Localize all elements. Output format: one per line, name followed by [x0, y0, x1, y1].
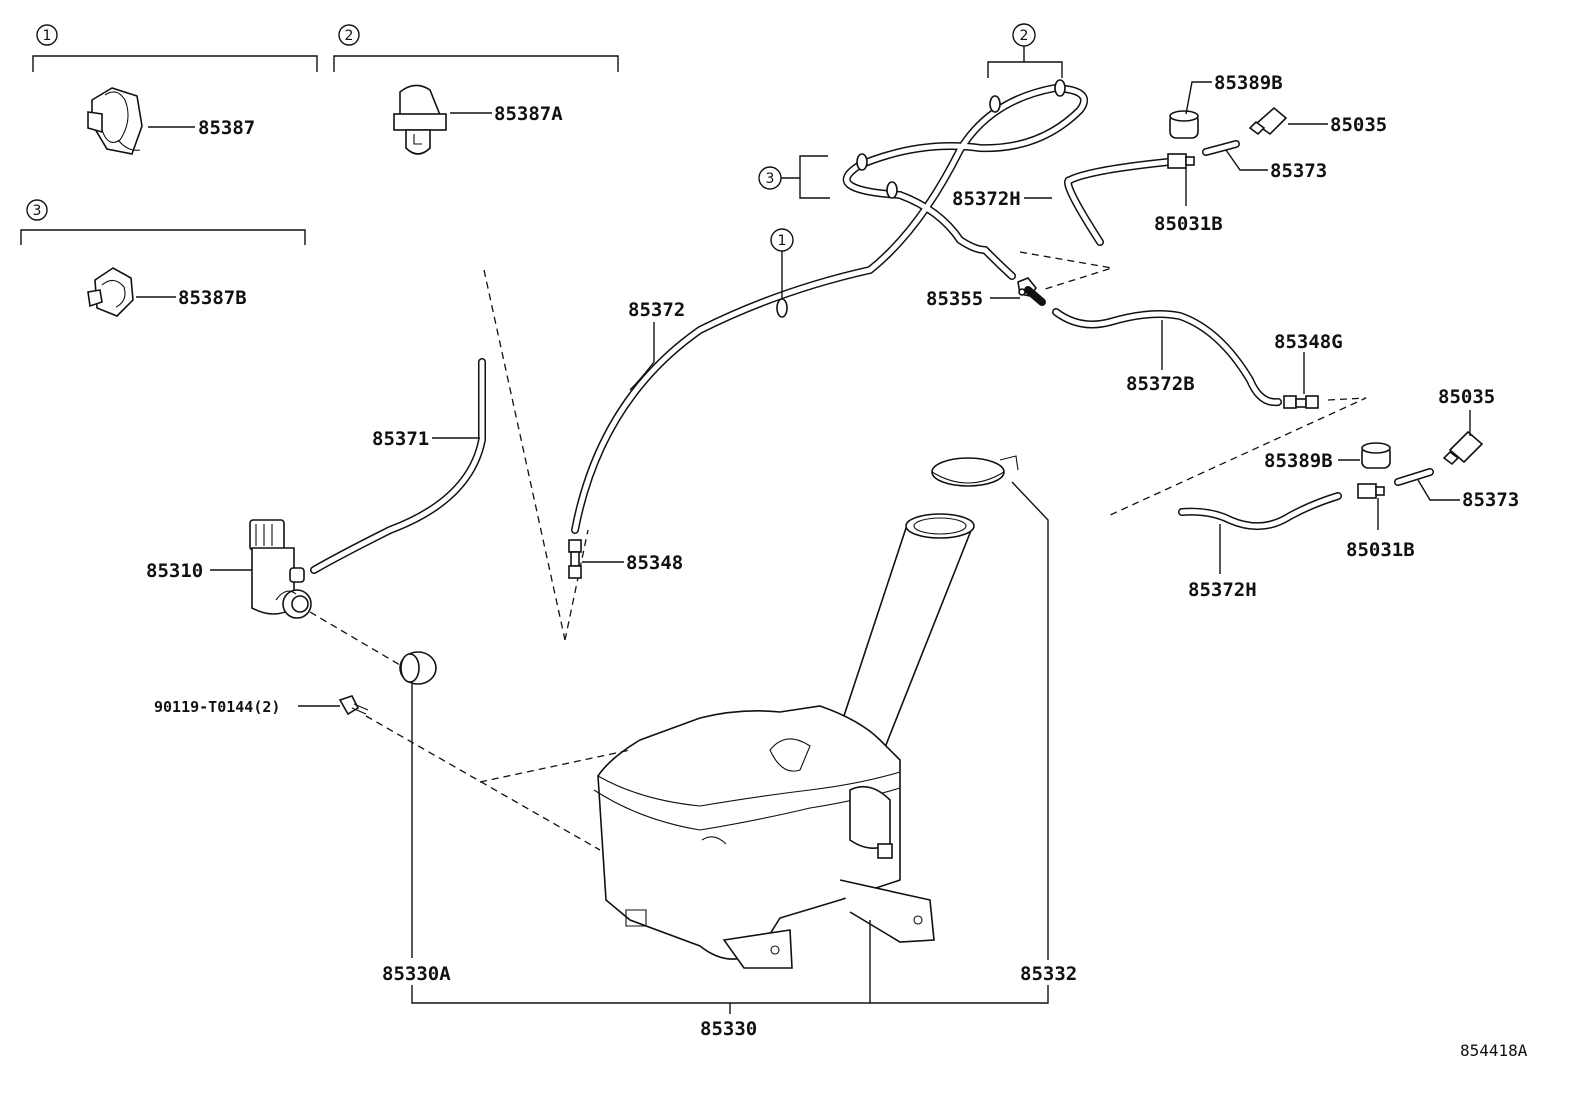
label-85348g: 85348G [1274, 331, 1343, 353]
label-85031b-top: 85031B [1154, 213, 1223, 235]
hose-85371 [310, 358, 486, 574]
label-85373-top: 85373 [1270, 160, 1327, 182]
label-85372h-top: 85372H [952, 188, 1021, 210]
joint-85348g-icon [1283, 395, 1319, 409]
cap-85389b-top-icon [1169, 110, 1199, 139]
label-85355: 85355 [926, 288, 983, 310]
clip-group-1: 1 85387 [32, 24, 318, 155]
check-valve-85031b-bot-icon [1357, 483, 1385, 499]
tank-cap-85332-icon [931, 455, 1019, 487]
label-85035-top: 85035 [1330, 114, 1387, 136]
hose-clip-1-number: 1 [778, 233, 787, 249]
label-85373-bot: 85373 [1462, 489, 1519, 511]
hose-85373-bot [1394, 468, 1434, 486]
hose-85372h-top [1064, 158, 1172, 246]
grommet-85330a [399, 651, 437, 685]
label-85372: 85372 [628, 299, 685, 321]
clip-85387-icon [87, 87, 143, 155]
label-85332: 85332 [1020, 963, 1077, 985]
hose-85372h-bot [1178, 492, 1342, 531]
clip-group-1-part-label: 85387 [198, 117, 255, 139]
label-85348: 85348 [626, 552, 683, 574]
label-85389b-bot: 85389B [1264, 450, 1333, 472]
label-85372b: 85372B [1126, 373, 1195, 395]
clip-group-3-part-label: 85387B [178, 287, 247, 309]
clip-85387a-icon [393, 84, 447, 155]
label-90119: 90119-T0144(2) [154, 698, 280, 716]
hose-clip-2b-icon [1054, 79, 1066, 97]
label-85310: 85310 [146, 560, 203, 582]
clip-group-3: 3 85387B [20, 199, 306, 317]
washer-pump-85310 [249, 519, 312, 619]
cap-85389b-bot-icon [1361, 442, 1391, 469]
hose-85372b [1052, 308, 1282, 407]
clip-85387b-icon [87, 267, 134, 317]
bolt-90119-icon [338, 695, 369, 716]
joint-85348-icon [568, 539, 582, 579]
label-85371: 85371 [372, 428, 429, 450]
joint-85355-icon [1017, 277, 1046, 306]
clip-group-2: 2 85387A [333, 24, 619, 155]
hose-clip-2-number: 2 [1020, 28, 1029, 44]
hose-clip-3a-icon [856, 153, 868, 171]
clip-group-2-number: 2 [345, 28, 354, 44]
hose-clip-3b-icon [886, 181, 898, 199]
clip-group-1-number: 1 [43, 28, 52, 44]
check-valve-85031b-top-icon [1167, 153, 1195, 169]
label-85035-bot: 85035 [1438, 386, 1495, 408]
washer-tank-85330 [593, 513, 975, 969]
hose-clip-2a-icon [989, 95, 1001, 113]
clip-group-2-part-label: 85387A [494, 103, 563, 125]
nozzle-85035-top-icon [1248, 106, 1288, 136]
hose-85372 [571, 83, 1089, 534]
label-85389b-top: 85389B [1214, 72, 1283, 94]
label-85330a: 85330A [382, 963, 451, 985]
label-85330: 85330 [700, 1018, 757, 1040]
hose-clip-3-number: 3 [766, 171, 775, 187]
label-85031b-bot: 85031B [1346, 539, 1415, 561]
hose-clip-1-icon [776, 298, 788, 318]
hose-85373-top [1202, 140, 1240, 156]
label-85372h-bot: 85372H [1188, 579, 1257, 601]
clip-group-3-number: 3 [33, 203, 42, 219]
reference-code: 854418A [1460, 1041, 1528, 1060]
nozzle-85035-bot-icon [1442, 430, 1484, 466]
